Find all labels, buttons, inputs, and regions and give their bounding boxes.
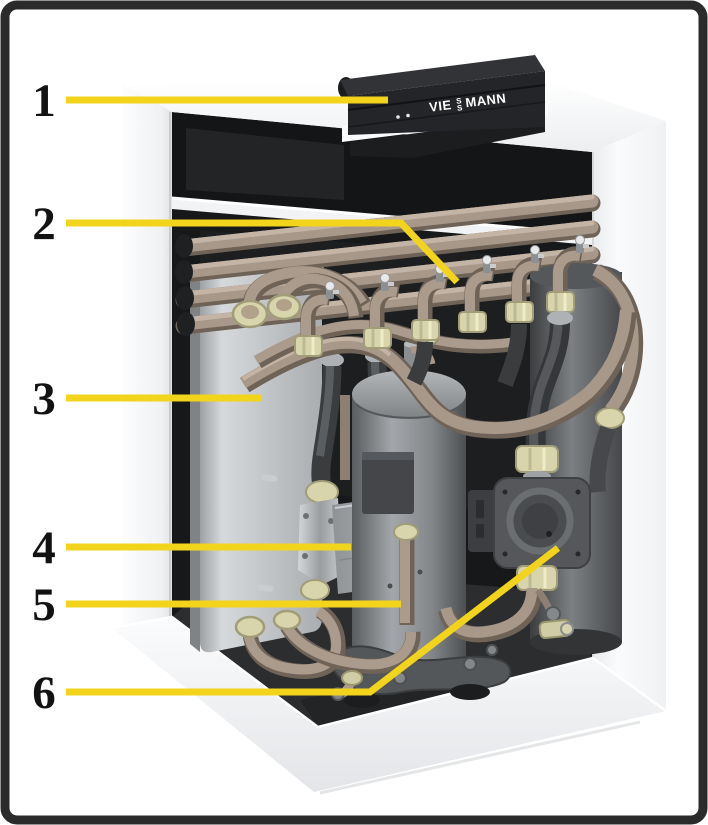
pump-outlet-pipe — [440, 587, 538, 638]
base-edge-highlight — [111, 615, 667, 729]
compressor-foot — [344, 692, 380, 708]
shelf-highlight — [171, 196, 593, 236]
manifold-elbow-columns — [294, 246, 584, 387]
bleed-valve — [380, 273, 394, 291]
base-shadow-line — [319, 720, 641, 795]
bottom-copper-pipes — [234, 523, 421, 701]
elbow-column — [363, 282, 401, 349]
union-nut-lower — [300, 579, 330, 601]
logo-suffix: MANN — [464, 90, 507, 110]
viessmann-logo: VIE S S MANN — [428, 90, 507, 115]
status-led-1 — [396, 115, 400, 119]
pump-top-flange — [515, 445, 559, 473]
pipe-clamp — [547, 311, 573, 325]
logo-stacked-s-top: S — [456, 96, 463, 106]
bleed-valve — [482, 255, 496, 273]
drain-valve — [538, 606, 574, 640]
callout-label-5: 5 — [32, 579, 56, 631]
bleed-valves — [325, 235, 589, 299]
control-unit-top — [340, 55, 545, 96]
upper-compartment-back-panel — [186, 128, 344, 200]
pipe-wall-grommets — [175, 234, 195, 336]
status-led-2 — [406, 113, 410, 118]
heat-exchanger-pin-2 — [257, 584, 274, 592]
control-unit-groove — [347, 84, 546, 111]
pump-center-port — [546, 531, 552, 537]
main-sweep-pipe — [239, 309, 632, 435]
pipe-clamp — [320, 353, 344, 367]
elbow-column — [546, 246, 584, 325]
callout-label-2: 2 — [32, 198, 56, 250]
top-edge-highlight — [111, 79, 346, 86]
control-unit-front — [348, 71, 545, 135]
base-bolt — [486, 644, 498, 656]
logo-prefix: VIE — [428, 97, 452, 115]
pipe-union-fitting — [393, 523, 419, 541]
callout-label-1: 1 — [32, 75, 56, 127]
compressor-terminal-box — [362, 452, 414, 514]
bleed-valve — [325, 281, 339, 299]
leader-line-2 — [66, 219, 460, 285]
heat-exchanger-pin-1 — [261, 474, 278, 482]
control-unit-seam — [347, 101, 546, 128]
base-plinth — [112, 617, 666, 792]
heat-exchanger-bottom-port — [234, 615, 266, 639]
heat-exchanger-bottom-port — [272, 609, 302, 631]
callout-labels: 1 2 3 4 5 6 — [32, 75, 56, 719]
bleed-valve — [530, 245, 544, 263]
elbow-column — [406, 274, 449, 386]
base-bolt — [463, 657, 477, 671]
callout-label-4: 4 — [32, 522, 56, 574]
heat-exchanger-ports — [231, 293, 302, 329]
heat-exchanger-side — [190, 274, 200, 652]
compressor-foot — [450, 684, 490, 700]
callout-label-3: 3 — [32, 373, 56, 425]
leader-line-6 — [66, 545, 561, 696]
logo-stacked-s-bottom: S — [456, 103, 463, 113]
bleed-valve — [575, 235, 589, 253]
control-unit: VIE S S MANN — [338, 55, 548, 158]
elbow-column — [497, 256, 543, 387]
circulation-pump — [438, 445, 591, 643]
callout-label-6: 6 — [32, 667, 56, 719]
elbow-column — [458, 266, 496, 333]
leader-lines — [66, 96, 561, 696]
manifold-pipe-2 — [175, 220, 601, 283]
pipe-union-fitting — [595, 407, 625, 429]
copper-sweep-pipes — [239, 265, 637, 439]
